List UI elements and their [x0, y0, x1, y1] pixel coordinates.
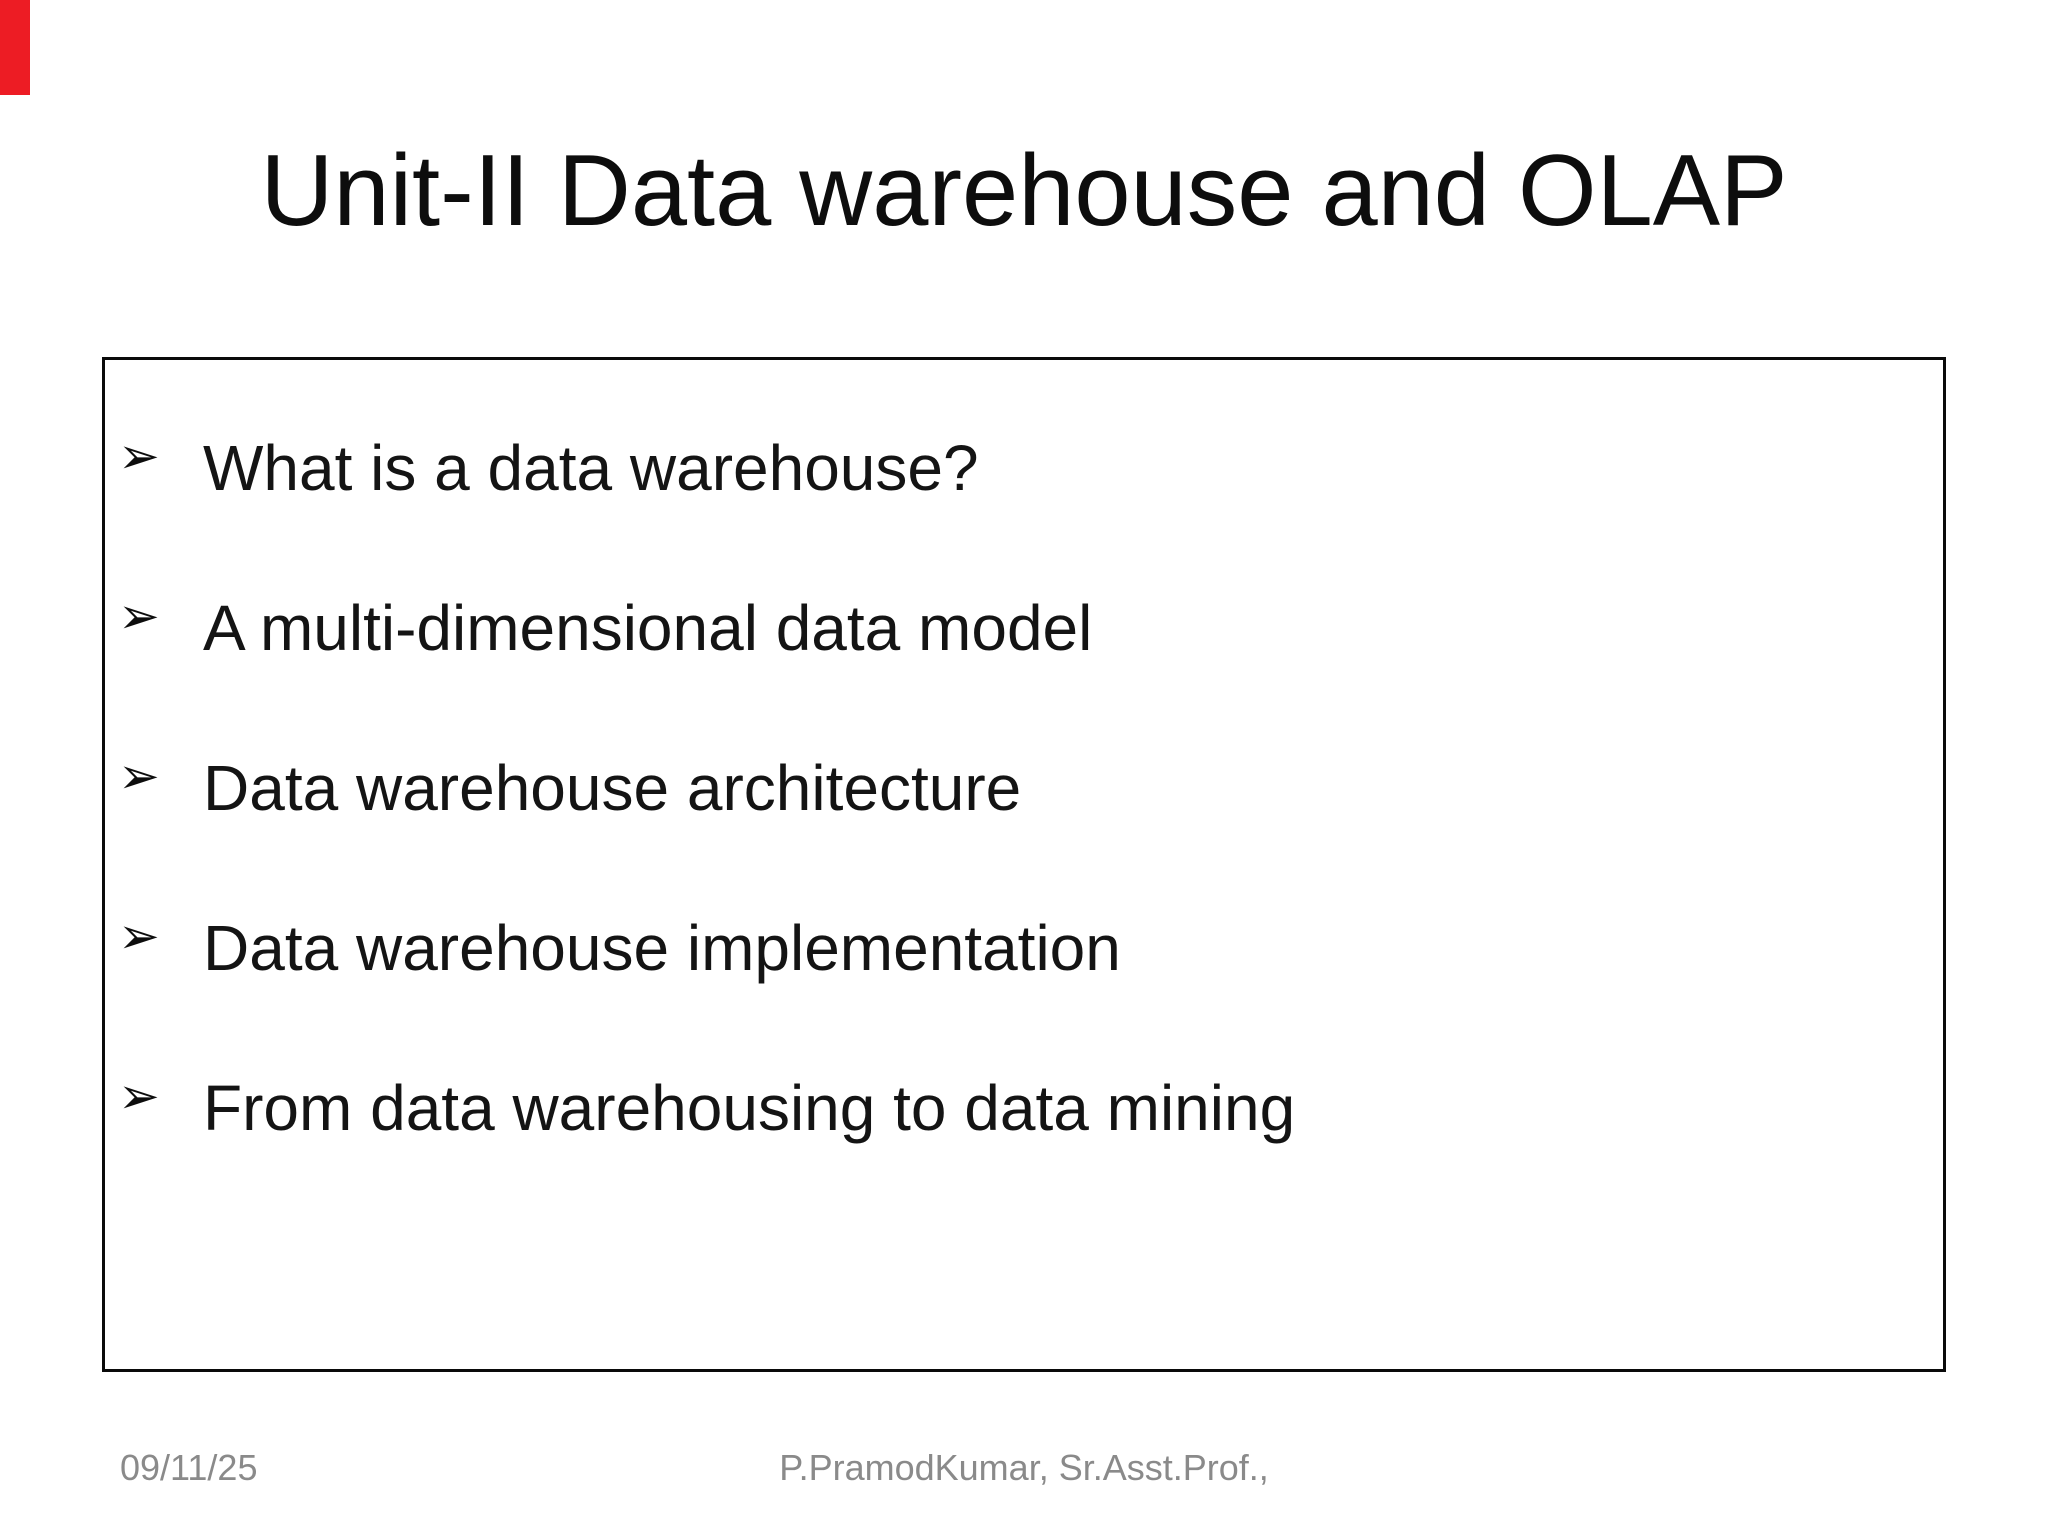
slide-title: Unit-II Data warehouse and OLAP	[260, 135, 1788, 247]
arrow-bullet-icon: ➢	[118, 747, 160, 805]
arrow-bullet-icon: ➢	[118, 587, 160, 645]
bullet-item: ➢ Data warehouse architecture	[118, 708, 1923, 868]
footer-date: 09/11/25	[120, 1447, 258, 1488]
footer: 09/11/25 P.PramodKumar, Sr.Asst.Prof.,	[0, 1448, 2048, 1498]
bullet-text: What is a data warehouse?	[203, 431, 979, 504]
bullet-text: A multi-dimensional data model	[203, 591, 1093, 664]
footer-author: P.PramodKumar, Sr.Asst.Prof.,	[779, 1447, 1269, 1488]
content-box: ➢ What is a data warehouse? ➢ A multi-di…	[102, 357, 1946, 1372]
bullet-text: From data warehousing to data mining	[203, 1071, 1296, 1144]
red-corner-marker	[0, 0, 30, 95]
arrow-bullet-icon: ➢	[118, 427, 160, 485]
arrow-bullet-icon: ➢	[118, 907, 160, 965]
arrow-bullet-icon: ➢	[118, 1067, 160, 1125]
bullet-text: Data warehouse implementation	[203, 911, 1121, 984]
bullet-item: ➢ A multi-dimensional data model	[118, 548, 1923, 708]
bullet-item: ➢ From data warehousing to data mining	[118, 1028, 1923, 1188]
bullet-text: Data warehouse architecture	[203, 751, 1022, 824]
bullet-item: ➢ Data warehouse implementation	[118, 868, 1923, 1028]
bullet-item: ➢ What is a data warehouse?	[118, 388, 1923, 548]
